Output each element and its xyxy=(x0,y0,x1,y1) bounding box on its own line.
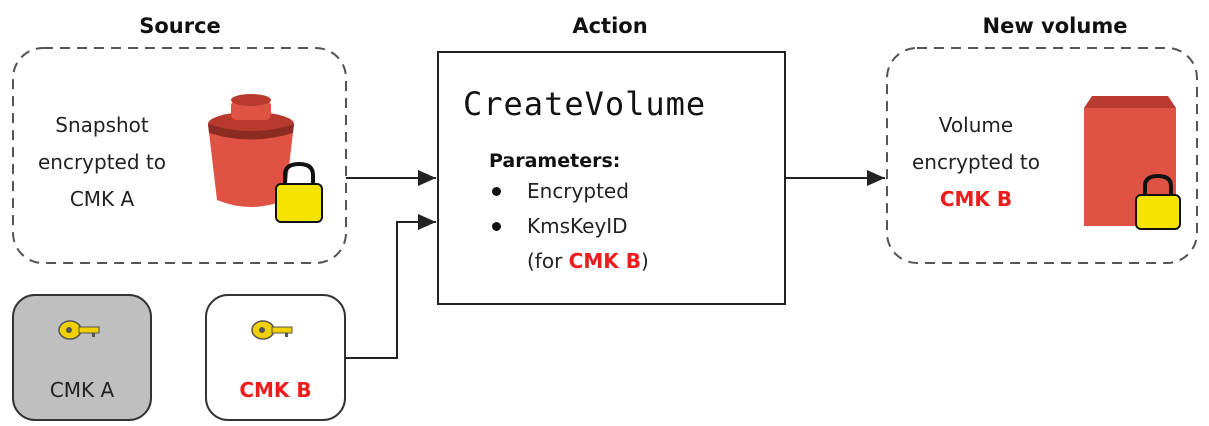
volume-line-3: CMK B xyxy=(939,187,1013,211)
volume-line-2: encrypted to xyxy=(911,150,1040,174)
cmk-b-label: CMK B xyxy=(239,378,312,402)
action-box xyxy=(437,51,786,305)
arrow-cmk-b-to-action xyxy=(345,214,436,359)
header-new-volume: New volume xyxy=(982,14,1128,38)
source-line-1: Snapshot xyxy=(55,113,149,137)
param-encrypted: Encrypted xyxy=(490,174,649,209)
cmk-b-key-icon xyxy=(251,320,293,340)
bullet-icon xyxy=(492,222,501,231)
param-encrypted-label: Encrypted xyxy=(527,179,629,203)
snapshot-lock-icon xyxy=(275,161,323,223)
volume-line-1: Volume xyxy=(938,113,1014,137)
header-action: Action xyxy=(572,14,648,38)
snapshot-bucket-icon xyxy=(208,94,294,207)
cmk-a-label: CMK A xyxy=(49,378,115,402)
params-list: Encrypted KmsKeyID (for CMK B) xyxy=(490,174,649,279)
param-kmskeyid: KmsKeyID xyxy=(490,209,649,244)
note-close: ) xyxy=(640,249,649,273)
volume-description: Volume encrypted to CMK B xyxy=(902,107,1050,218)
param-kmskeyid-note: (for CMK B) xyxy=(490,244,649,279)
action-command: CreateVolume xyxy=(463,85,707,123)
note-open: (for xyxy=(527,249,569,273)
param-kmskeyid-label: KmsKeyID xyxy=(527,214,628,238)
source-line-2: encrypted to xyxy=(37,150,166,174)
header-source: Source xyxy=(139,14,221,38)
note-key: CMK B xyxy=(568,249,641,273)
source-line-3: CMK A xyxy=(69,187,135,211)
bullet-icon xyxy=(492,187,501,196)
params-title: Parameters: xyxy=(489,150,621,172)
cmk-a-box xyxy=(12,294,152,421)
volume-lock-icon xyxy=(1135,173,1181,230)
source-description: Snapshot encrypted to CMK A xyxy=(28,107,176,218)
cmk-a-key-icon xyxy=(58,320,100,340)
